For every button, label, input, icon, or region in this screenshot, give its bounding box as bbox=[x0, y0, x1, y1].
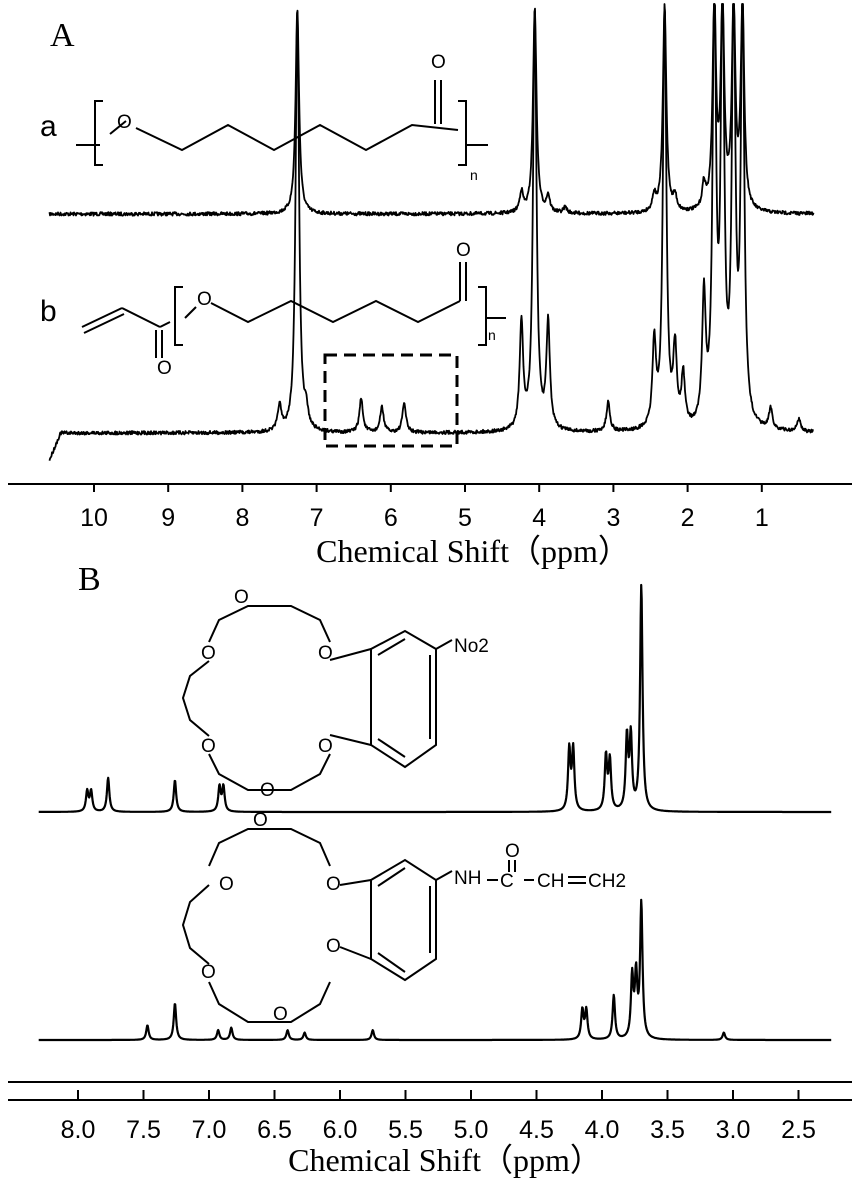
x-tick-label: 6.5 bbox=[257, 1116, 292, 1144]
x-tick-label: 10 bbox=[80, 504, 108, 532]
spectrum-trace-2 bbox=[38, 898, 832, 1042]
highlight-box bbox=[323, 353, 459, 448]
x-tick-label: 8 bbox=[235, 504, 249, 532]
spectrum-trace-2 bbox=[48, 3, 814, 461]
spectrum-a-letter: a bbox=[40, 110, 57, 143]
amide-carbon-label: C bbox=[500, 871, 514, 892]
x-tick-label: 5.5 bbox=[388, 1116, 423, 1144]
x-tick-label: 7 bbox=[310, 504, 324, 532]
spectrum-b-letter: b bbox=[40, 295, 57, 328]
panel-b-traces bbox=[38, 583, 832, 1042]
x-tick-label: 4 bbox=[532, 504, 546, 532]
x-tick-label: 4.0 bbox=[585, 1116, 620, 1144]
structure-a bbox=[76, 80, 488, 166]
vinyl-ch2-label: CH2 bbox=[588, 871, 626, 892]
x-tick-label: 2.5 bbox=[781, 1116, 816, 1144]
nitro-crown-oxygen-6: O bbox=[318, 736, 333, 757]
structure-b-oxygen: O bbox=[197, 289, 212, 310]
x-tick-label: 7.5 bbox=[126, 1116, 161, 1144]
x-tick-label: 5.0 bbox=[454, 1116, 489, 1144]
x-tick-label: 4.5 bbox=[519, 1116, 554, 1144]
nitro-crown-oxygen-1: O bbox=[318, 643, 333, 664]
panel-a-ticks: 10 9 8 7 6 5 4 3 2 1 bbox=[80, 484, 769, 532]
spectrum-trace-1 bbox=[48, 3, 815, 217]
nitro-crown-oxygen-5: O bbox=[260, 780, 275, 801]
x-tick-label: 9 bbox=[161, 504, 175, 532]
acryl-crown-oxygen-5: O bbox=[273, 1004, 288, 1025]
x-tick-label: 6.0 bbox=[323, 1116, 358, 1144]
structure-b-ester-oxygen: O bbox=[157, 358, 172, 379]
x-tick-label: 3.5 bbox=[650, 1116, 685, 1144]
structure-nitro-crown bbox=[181, 605, 453, 791]
acryl-crown-oxygen-2: O bbox=[326, 874, 341, 895]
nitro-crown-oxygen-3: O bbox=[201, 643, 216, 664]
amide-nh-label: NH bbox=[454, 868, 481, 889]
x-tick-label: 5 bbox=[458, 504, 472, 532]
x-tick-label: 8.0 bbox=[61, 1116, 96, 1144]
structure-b bbox=[81, 262, 506, 358]
structure-b-carbonyl-oxygen: O bbox=[456, 240, 471, 261]
x-tick-label: 2 bbox=[681, 504, 695, 532]
structure-a-carbonyl-oxygen: O bbox=[431, 52, 446, 73]
nitro-crown-oxygen-4: O bbox=[201, 736, 216, 757]
x-tick-label: 3 bbox=[606, 504, 620, 532]
x-tick-label: 1 bbox=[755, 504, 769, 532]
x-tick-label: 3.0 bbox=[716, 1116, 751, 1144]
panel-b-ticks: 8.0 7.5 7.0 6.5 6.0 5.5 5.0 4.5 4.0 3.5 3.0 2.5 bbox=[61, 1090, 816, 1144]
panel-a: A a b O O n bbox=[8, 3, 852, 569]
vinyl-ch-label: CH bbox=[537, 871, 564, 892]
nitro-crown-oxygen-2: O bbox=[234, 587, 249, 608]
x-tick-label: 6 bbox=[384, 504, 398, 532]
amide-carbonyl-oxygen: O bbox=[505, 841, 520, 862]
structure-b-repeat-n: n bbox=[488, 327, 496, 343]
panel-b-x-axis-title: Chemical Shift（ppm） bbox=[288, 1142, 602, 1178]
x-tick-label: 7.0 bbox=[192, 1116, 227, 1144]
panel-b: B O O O O O O No2 bbox=[8, 561, 852, 1178]
acryl-crown-oxygen-4: O bbox=[201, 962, 216, 983]
panel-a-traces bbox=[48, 3, 815, 461]
acryl-crown-oxygen-1: O bbox=[253, 810, 268, 831]
nitro-group-label: No2 bbox=[454, 636, 489, 657]
panel-a-x-axis-title: Chemical Shift（ppm） bbox=[316, 533, 630, 569]
acryl-crown-oxygen-6: O bbox=[326, 936, 341, 957]
acryl-crown-oxygen-3: O bbox=[219, 874, 234, 895]
structure-a-repeat-n: n bbox=[470, 167, 478, 183]
panel-b-letter: B bbox=[78, 561, 101, 598]
panel-a-letter: A bbox=[50, 17, 75, 54]
structure-acrylamide-crown bbox=[181, 828, 586, 1023]
spectrum-trace-1 bbox=[38, 583, 832, 814]
structure-a-oxygen: O bbox=[117, 112, 132, 133]
